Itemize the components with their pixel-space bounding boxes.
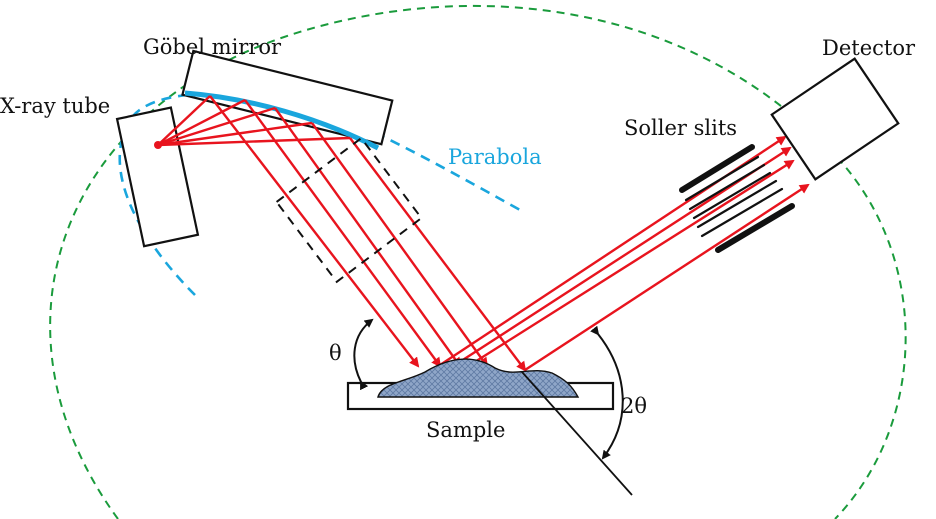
- diverging-rays: [157, 95, 351, 147]
- detector: [770, 57, 900, 181]
- theta-arc: [353, 318, 374, 391]
- theta-label: θ: [329, 341, 342, 365]
- x-ray-tube-label: X-ray tube: [0, 94, 110, 118]
- two-theta-label: 2θ: [621, 394, 647, 418]
- sample-normal: [521, 371, 633, 496]
- detector-label: Detector: [822, 36, 916, 60]
- beam-aperture: [275, 136, 423, 284]
- gobel-mirror-label: Göbel mirror: [143, 35, 282, 59]
- sample-powder: [377, 358, 580, 398]
- x-ray-tube: [115, 106, 200, 248]
- parabola-label: Parabola: [448, 145, 542, 169]
- soller-slits-label: Soller slits: [624, 116, 737, 140]
- incident-beams: [209, 95, 527, 372]
- sample-label: Sample: [426, 418, 505, 442]
- soller-slits: [679, 144, 795, 253]
- goniometer-circle: [49, 4, 907, 519]
- two-theta-arc: [590, 325, 624, 460]
